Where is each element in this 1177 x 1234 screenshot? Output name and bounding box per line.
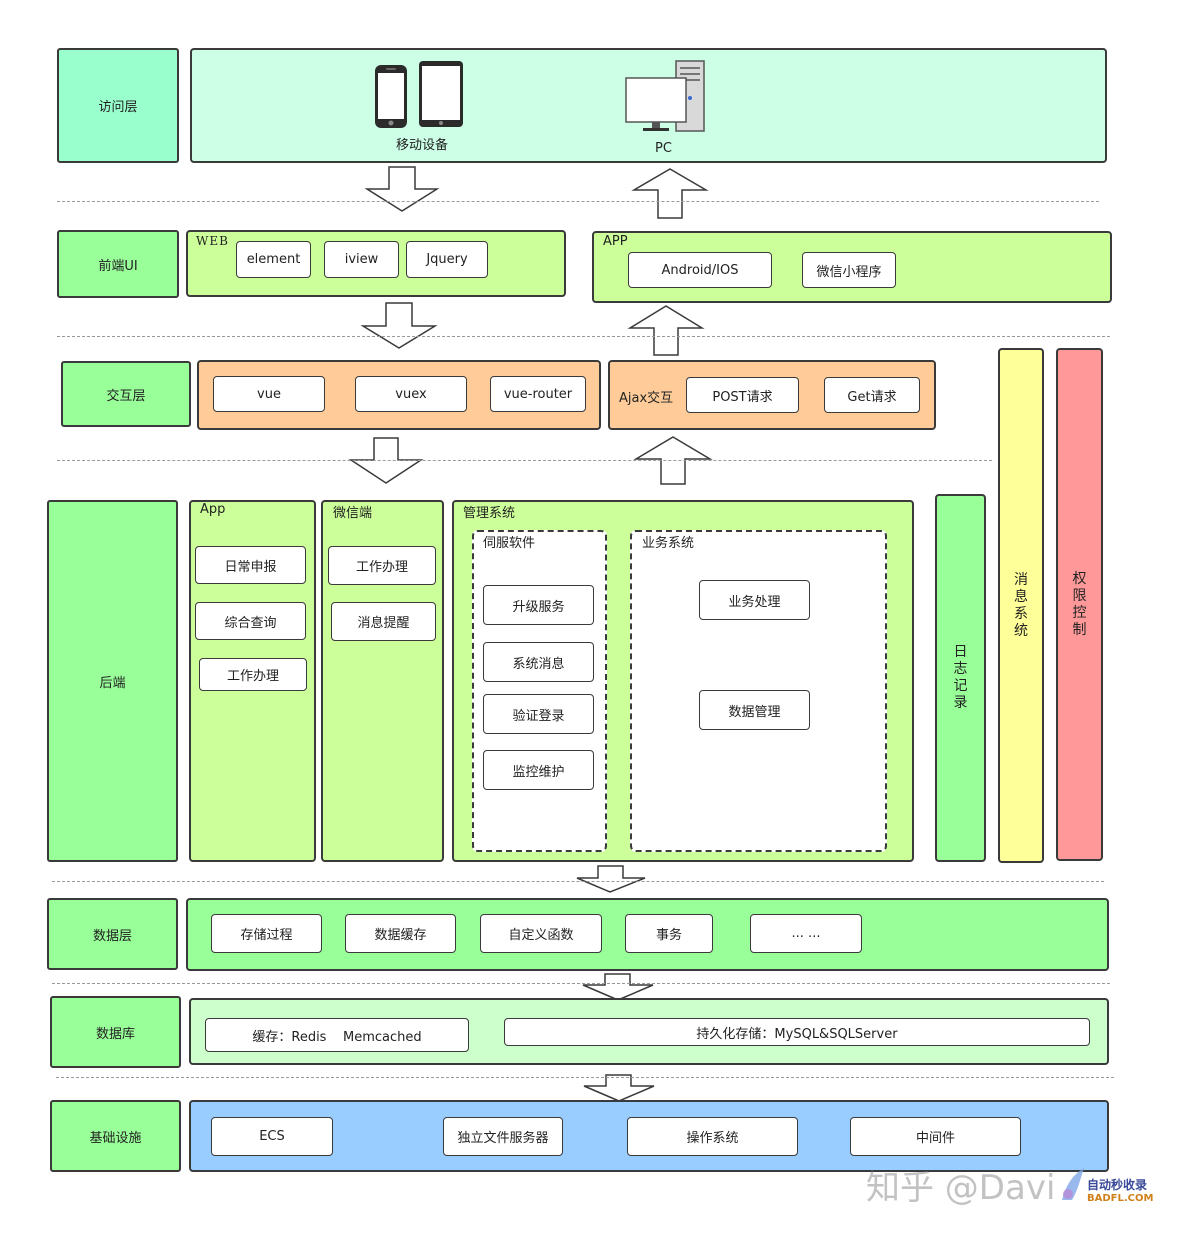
arrow-up-1 <box>631 168 709 219</box>
layer-label-database: 数据库 <box>50 996 181 1068</box>
access-panel: 移动设备 PC <box>190 48 1107 163</box>
layer-label-backend: 后端 <box>47 500 178 862</box>
arrow-down-4 <box>576 865 646 893</box>
arrow-up-2 <box>627 305 705 356</box>
backend-app-item-work: 工作办理 <box>199 658 307 691</box>
layer-label-interaction: 交互层 <box>61 361 191 427</box>
arrow-down-3 <box>348 437 424 484</box>
data-item-more: ... ... <box>750 914 862 953</box>
backend-wechat-item-work: 工作办理 <box>328 546 436 585</box>
backend-app-title: App <box>200 502 226 517</box>
web-item-iview: iview <box>324 241 399 278</box>
web-item-jquery: Jquery <box>406 241 488 278</box>
web-title: WEB <box>196 234 229 248</box>
backend-app-item-query: 综合查询 <box>195 602 306 640</box>
business-title: 业务系统 <box>642 536 695 551</box>
infra-item-ecs: ECS <box>211 1117 333 1156</box>
divider-1 <box>57 201 1099 202</box>
interaction-item-vuex: vuex <box>355 376 467 412</box>
db-item-persistent: 持久化存储：MySQL&SQLServer <box>504 1018 1090 1046</box>
phone-icon <box>375 65 407 128</box>
ajax-item-get: Get请求 <box>824 377 920 413</box>
servo-software-box: 伺服软件 <box>472 530 607 852</box>
data-item-transaction: 事务 <box>625 914 713 953</box>
arrow-down-2 <box>360 302 438 349</box>
app-item-wechat-miniprogram: 微信小程序 <box>802 252 896 288</box>
servo-title: 伺服软件 <box>483 536 536 551</box>
infra-item-file-server: 独立文件服务器 <box>443 1117 563 1156</box>
app-item-android-ios: Android/IOS <box>628 252 772 288</box>
data-item-custom-function: 自定义函数 <box>480 914 602 953</box>
watermark-logo-text: 自动秒收录 <box>1087 1178 1148 1192</box>
app-title: APP <box>603 234 628 249</box>
arrow-down-5 <box>582 973 654 1001</box>
data-item-stored-procedure: 存储过程 <box>211 914 322 953</box>
backend-wechat-item-reminder: 消息提醒 <box>331 602 436 641</box>
layer-label-access: 访问层 <box>57 48 179 163</box>
data-item-cache: 数据缓存 <box>345 914 456 953</box>
arrow-down-1 <box>364 166 440 212</box>
divider-3 <box>57 460 992 461</box>
servo-item-upgrade: 升级服务 <box>483 585 594 625</box>
message-system-column: 消 息 系 统 <box>998 348 1044 863</box>
servo-item-system-message: 系统消息 <box>483 642 594 682</box>
log-record-column: 日 志 记 录 <box>935 494 986 862</box>
backend-mgmt-title: 管理系统 <box>463 506 516 521</box>
arrow-up-3 <box>633 436 713 485</box>
tablet-icon <box>419 61 463 127</box>
layer-label-infrastructure: 基础设施 <box>50 1100 181 1172</box>
infra-item-middleware: 中间件 <box>850 1117 1021 1156</box>
permission-control-column: 权 限 控 制 <box>1056 348 1103 861</box>
interaction-item-vue: vue <box>213 376 325 412</box>
ajax-item-post: POST请求 <box>686 377 799 413</box>
backend-wechat-title: 微信端 <box>333 506 373 521</box>
layer-label-frontend: 前端UI <box>57 230 179 298</box>
pc-label: PC <box>655 141 672 156</box>
mobile-device-label: 移动设备 <box>396 138 449 153</box>
arrow-down-6 <box>583 1074 655 1102</box>
db-item-cache: 缓存：Redis Memcached <box>205 1018 469 1052</box>
servo-item-monitor: 监控维护 <box>483 750 594 790</box>
divider-2 <box>57 336 1110 337</box>
servo-item-login: 验证登录 <box>483 694 594 734</box>
watermark-logo-icon <box>1062 1168 1084 1200</box>
business-item-data-management: 数据管理 <box>699 690 810 730</box>
watermark-logo-sub: BADFL.COM <box>1087 1193 1154 1204</box>
web-item-element: element <box>236 241 311 278</box>
ajax-title: Ajax交互 <box>619 391 674 406</box>
business-item-processing: 业务处理 <box>699 580 810 620</box>
pc-icon <box>625 60 705 132</box>
divider-6 <box>56 1077 1114 1078</box>
watermark-zhihu: 知乎 @Davi <box>866 1168 1056 1208</box>
infra-item-os: 操作系统 <box>627 1117 798 1156</box>
divider-4 <box>52 881 1104 882</box>
backend-app-item-daily-report: 日常申报 <box>195 546 306 584</box>
interaction-item-vue-router: vue-router <box>490 376 586 412</box>
layer-label-data-layer: 数据层 <box>47 898 178 970</box>
divider-5 <box>52 983 1110 984</box>
